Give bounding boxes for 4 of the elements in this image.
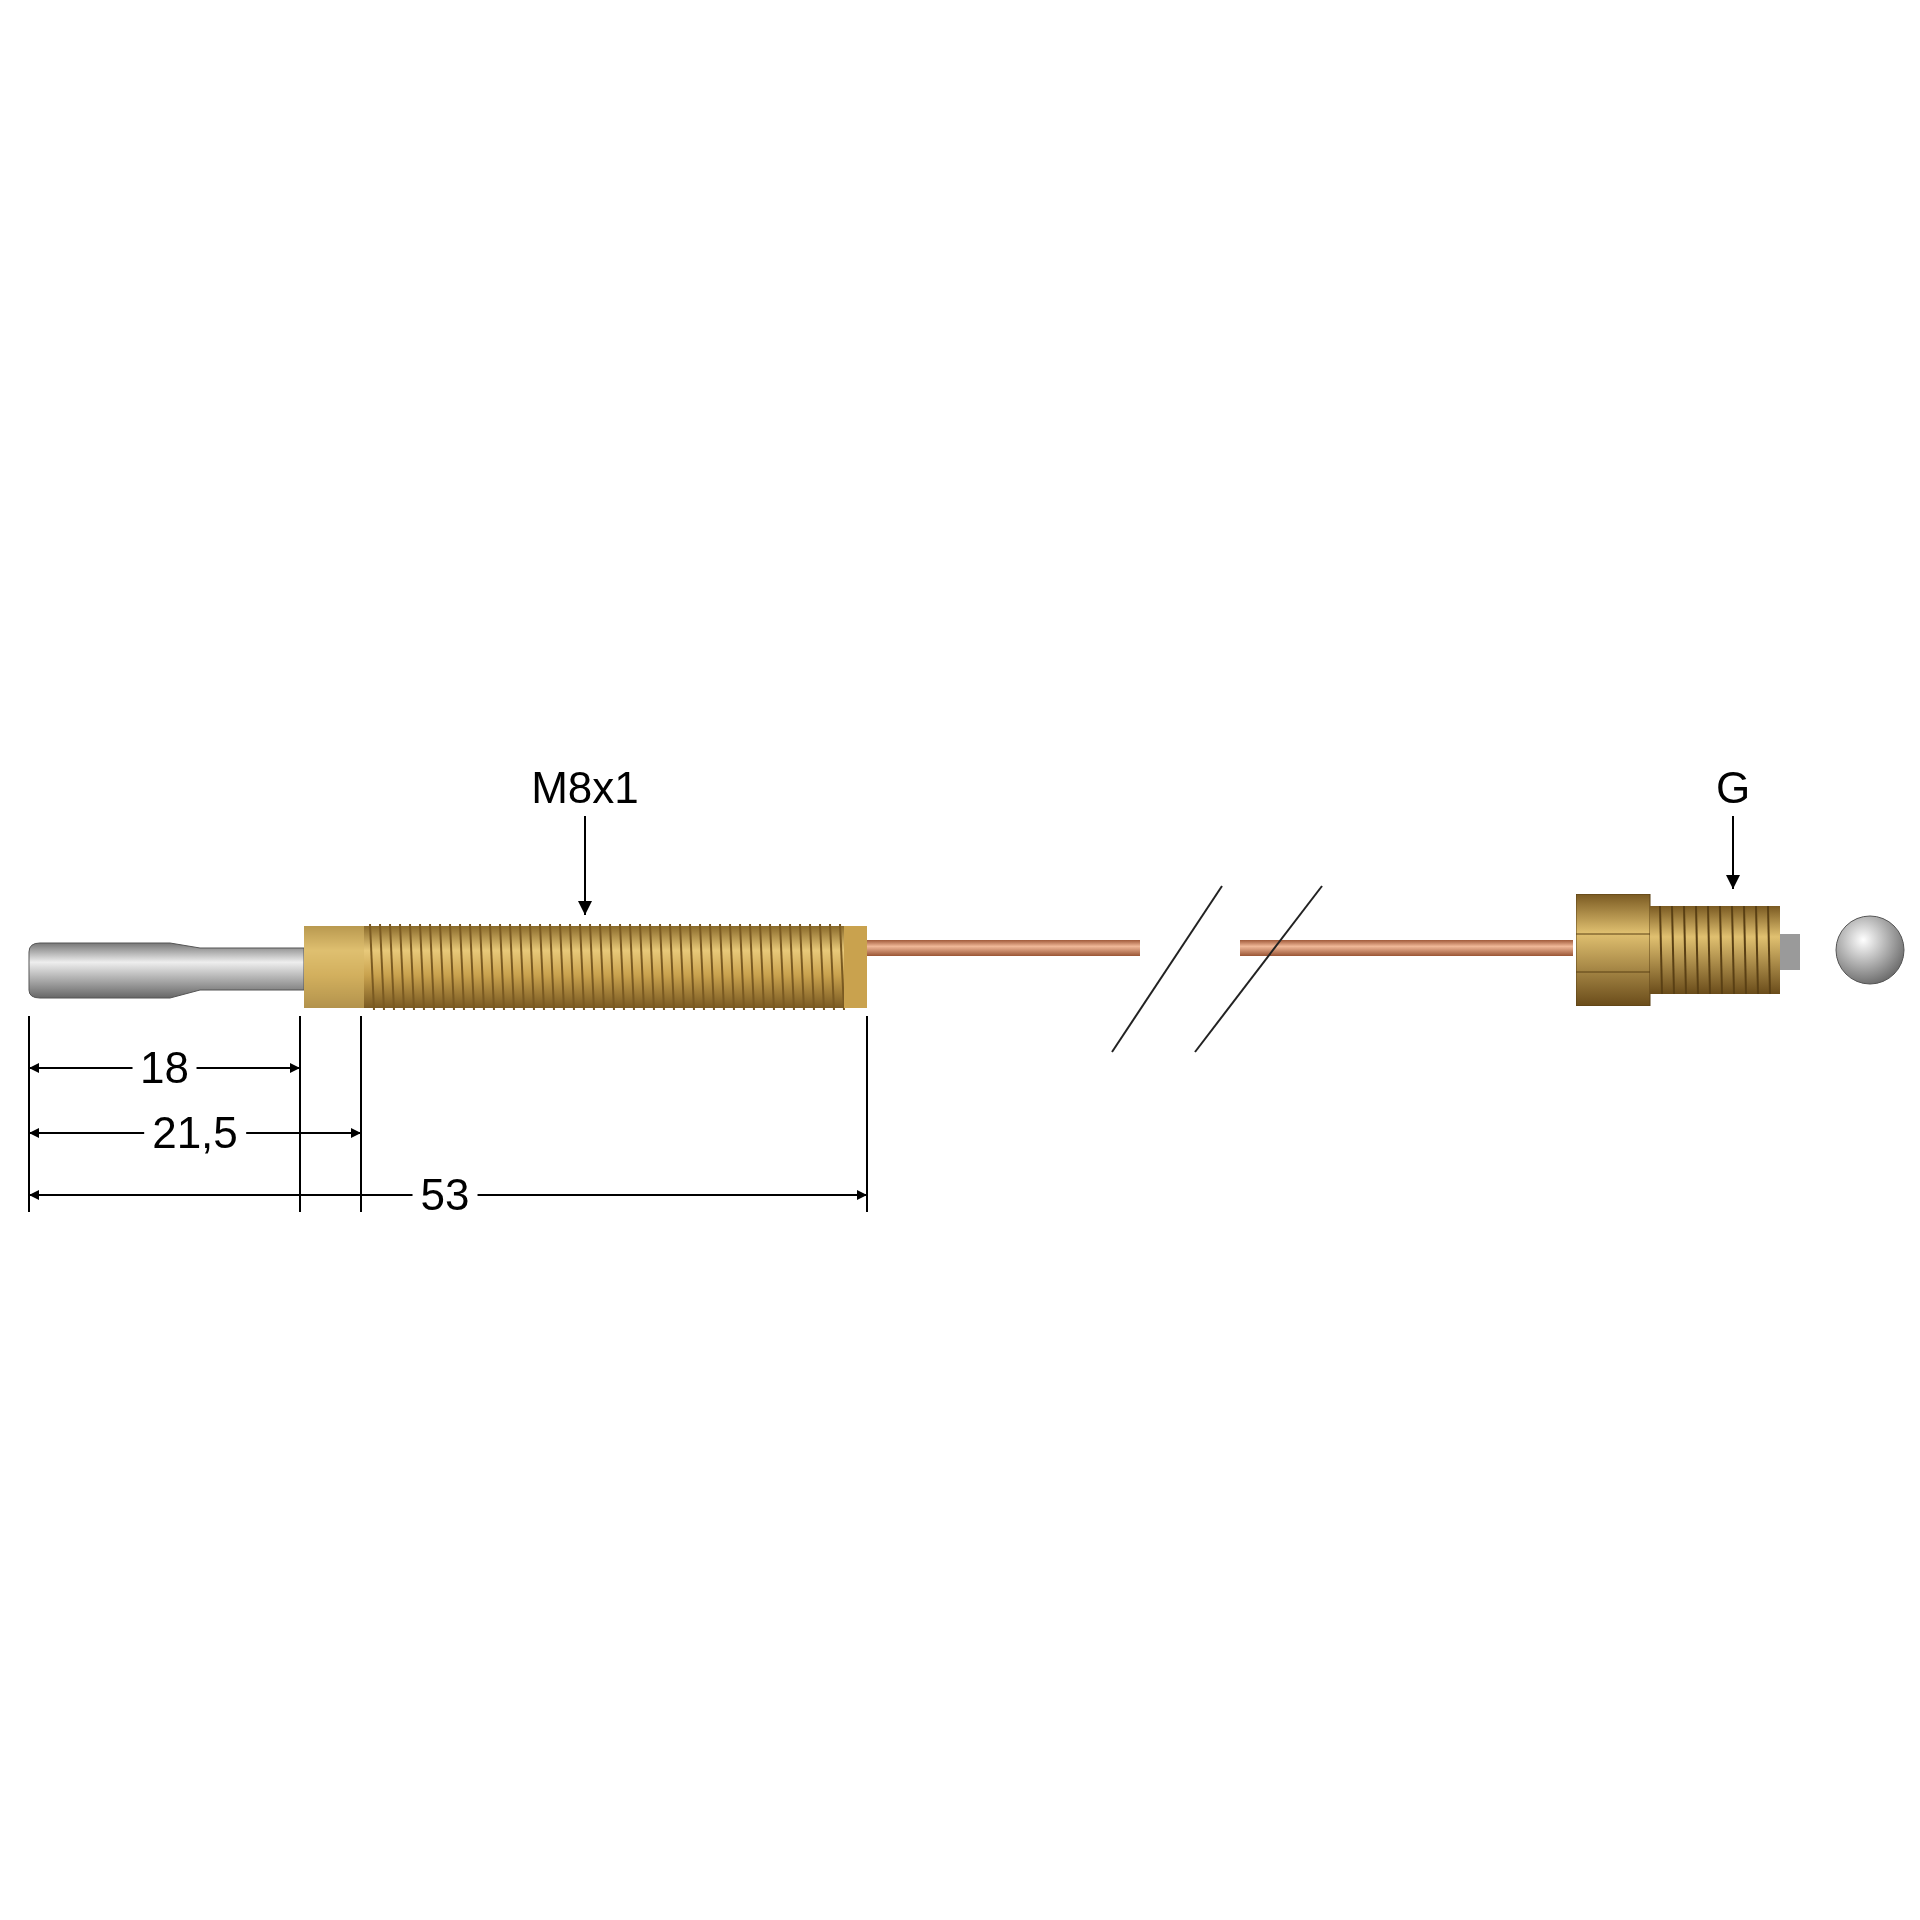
leader-arrow — [578, 815, 592, 916]
leader-arrow — [1726, 815, 1740, 890]
callout-label: M8x1 — [510, 760, 660, 816]
callout-label: G — [1700, 760, 1766, 816]
